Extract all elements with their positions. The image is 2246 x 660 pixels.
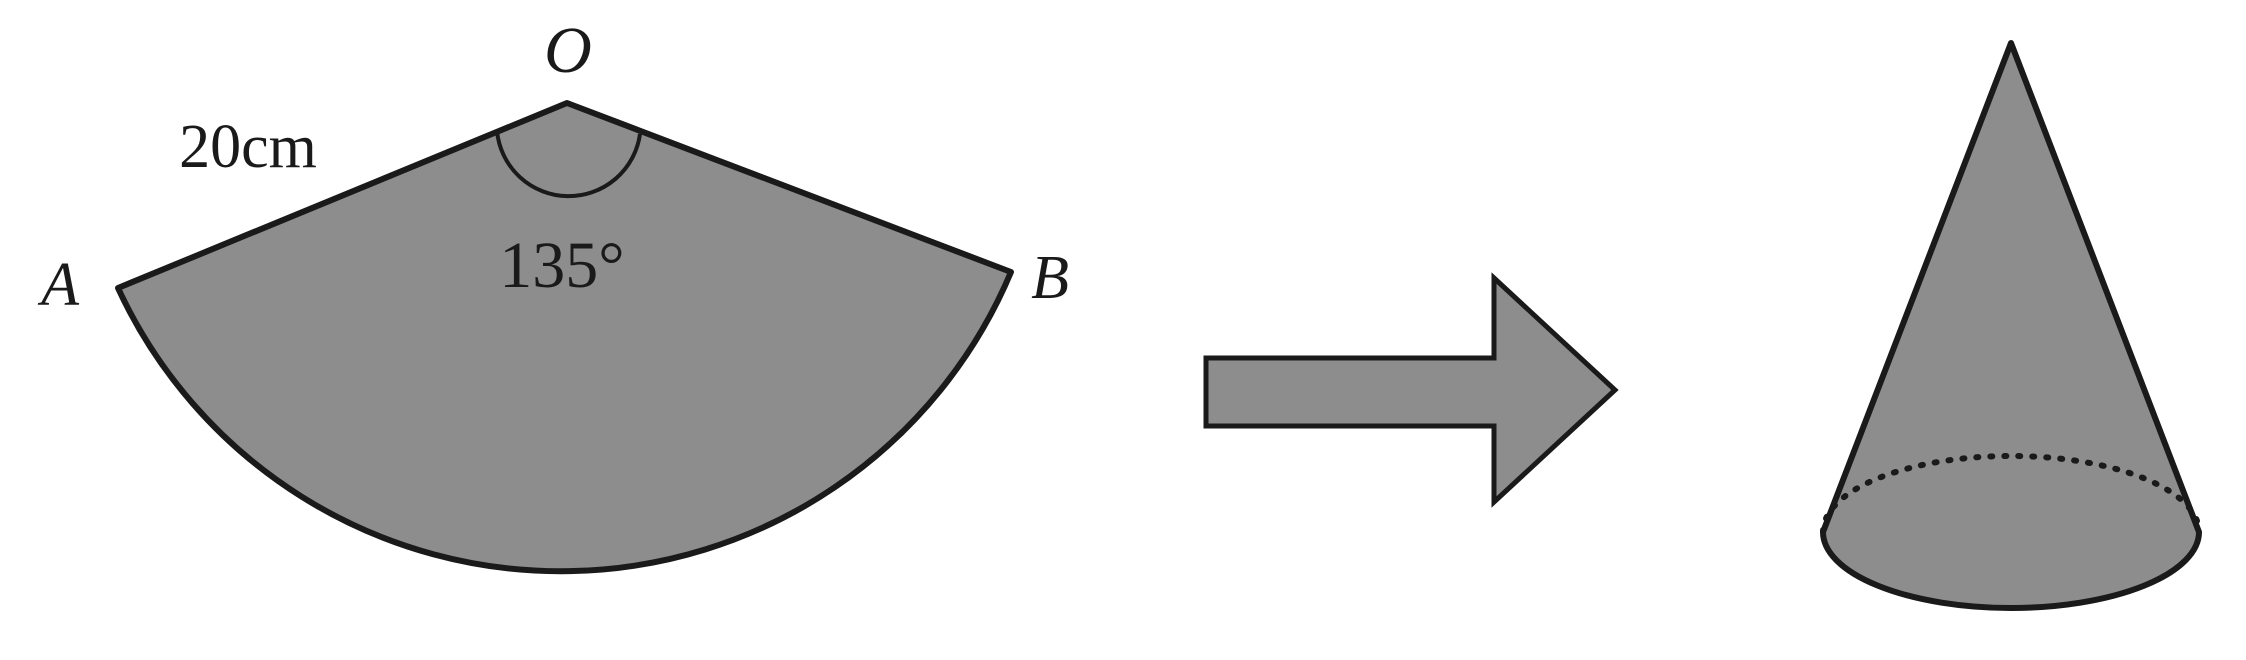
cone-base-hidden-edge (1820, 453, 2202, 535)
label-point-b: B (1031, 244, 1069, 312)
label-angle: 135° (499, 229, 624, 302)
cone-group (1820, 40, 2202, 611)
sector-group (115, 100, 1014, 575)
cone-body (1820, 40, 2202, 611)
label-point-a: A (37, 251, 80, 319)
arrow-shape (1203, 272, 1619, 508)
label-radius: 20cm (179, 113, 317, 181)
sector-shape (115, 100, 1014, 575)
angle-arc (495, 130, 642, 199)
label-vertex-o: O (544, 14, 592, 87)
right-arrow-icon (1203, 272, 1619, 508)
